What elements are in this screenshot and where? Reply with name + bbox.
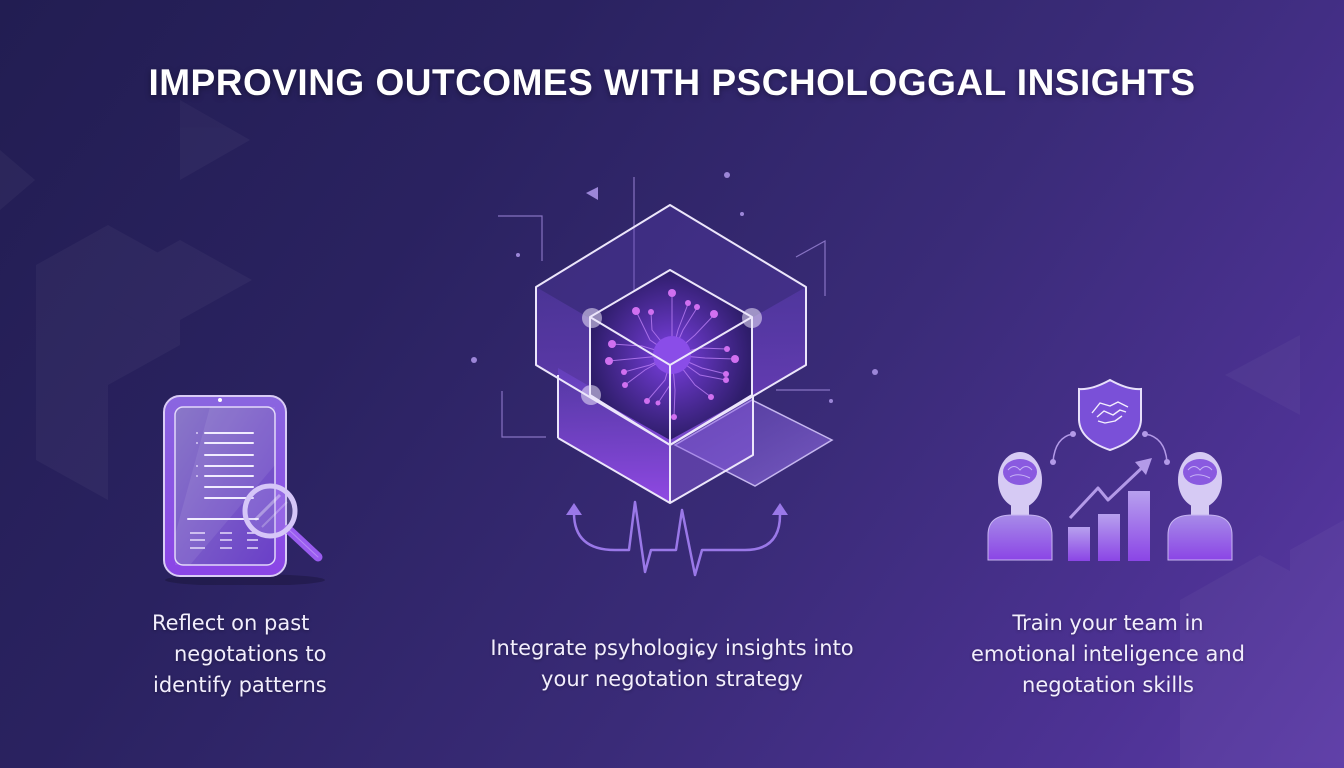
- caption-reflect: Reflect on past negotations to identify …: [140, 608, 340, 701]
- team-brains-handshake-growth-chart-icon: [987, 378, 1233, 561]
- caption-train-line-1: Train your team in: [1012, 611, 1204, 635]
- caption-train: Train your team in emotional inteligence…: [958, 608, 1258, 701]
- caption-integrate-line-2: your negotation strategy: [541, 667, 803, 691]
- caption-train-line-2: emotional inteligence and: [970, 642, 1245, 666]
- caption-reflect-line-1: Reflect on past: [152, 611, 310, 635]
- tablet-document-magnifier-icon: [163, 395, 325, 585]
- isometric-cube-neural-network-icon: [471, 172, 878, 577]
- caption-train-line-3: negotation skills: [1022, 673, 1194, 697]
- page-title: IMPROVING OUTCOMES WITH PSCHOLOGGAL INSI…: [148, 62, 1196, 103]
- caption-integrate-line-1: Integrate psyhologiɕy insights into: [490, 636, 854, 660]
- caption-reflect-line-2: negotations to: [174, 642, 327, 666]
- caption-reflect-line-3: identify patterns: [153, 673, 327, 697]
- caption-integrate: Integrate psyhologiɕy insights into your…: [472, 633, 872, 695]
